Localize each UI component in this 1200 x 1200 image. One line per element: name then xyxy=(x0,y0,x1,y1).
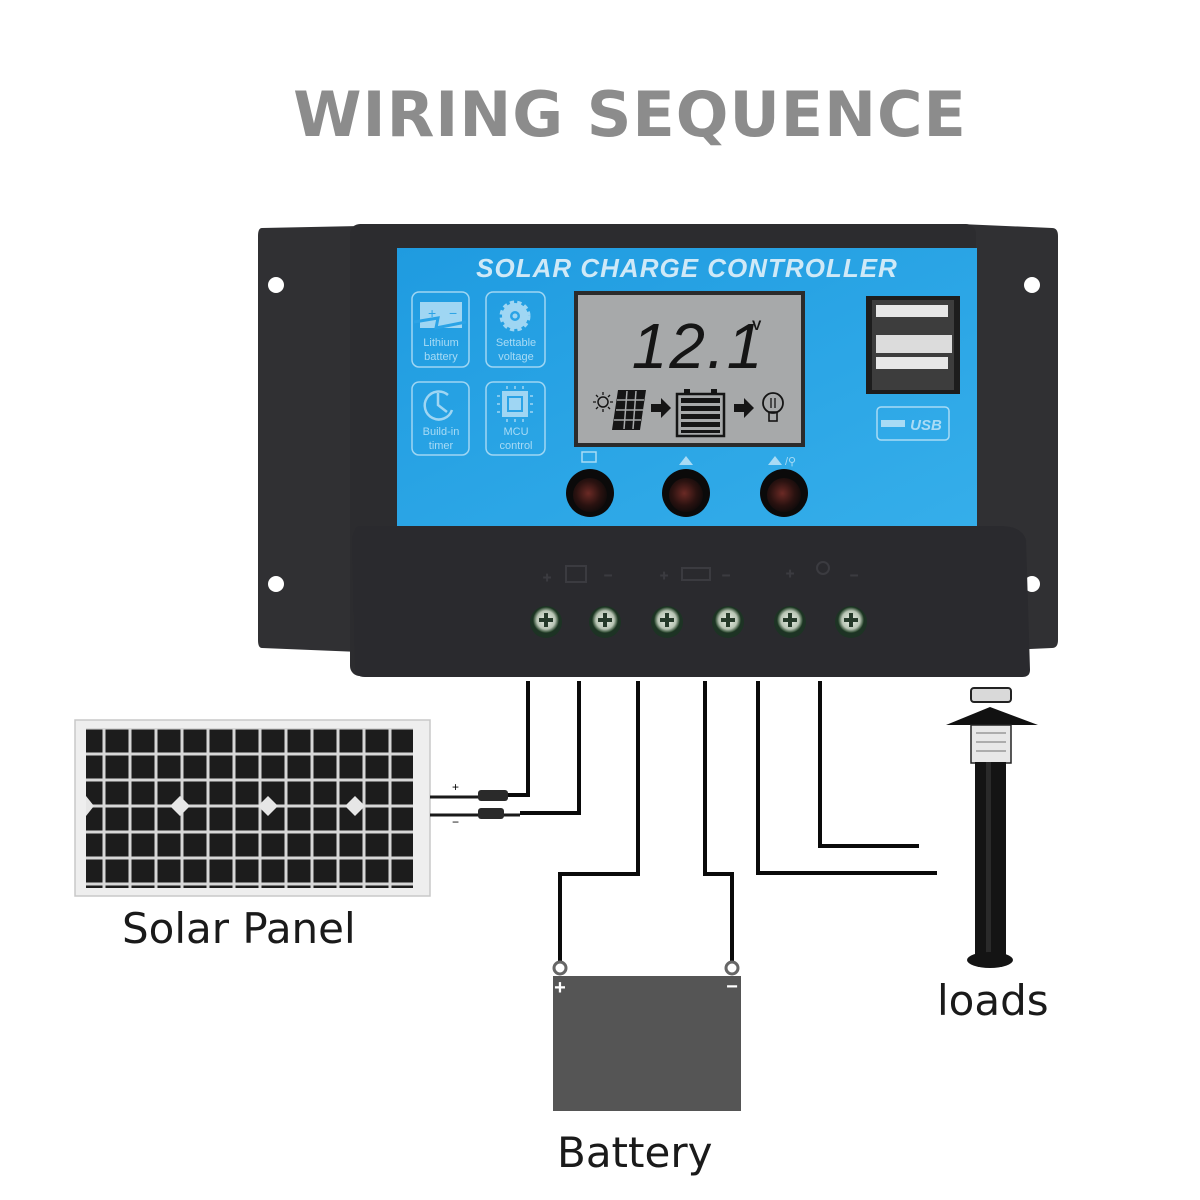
load-button[interactable] xyxy=(760,469,808,517)
menu-square-icon xyxy=(581,451,597,463)
svg-text:+: + xyxy=(452,780,459,794)
svg-text:−: − xyxy=(604,567,612,583)
terminal-battery-negative[interactable] xyxy=(712,606,744,638)
gear-icon xyxy=(499,300,531,332)
feature-label: Build-in xyxy=(423,426,460,438)
chip-icon xyxy=(497,386,533,422)
svg-text:−: − xyxy=(452,815,459,829)
terminal-screws xyxy=(530,606,867,638)
controller-name: SOLAR CHARGE CONTROLLER xyxy=(476,253,898,283)
solar-panel-lcd-icon xyxy=(612,390,646,430)
feature-settable-voltage: Settable voltage xyxy=(485,291,546,368)
terminal-markings: + − + − + − xyxy=(543,561,859,586)
svg-text:+: + xyxy=(428,305,436,321)
arrow-right-icon xyxy=(734,398,754,418)
feature-label: timer xyxy=(429,440,454,452)
diagram-title: WIRING SEQUENCE xyxy=(293,78,967,151)
lcd-display: 12.1 V xyxy=(574,291,805,447)
up-button[interactable] xyxy=(662,469,710,517)
arrow-right-icon xyxy=(651,398,671,418)
solar-panel: + − xyxy=(74,719,520,897)
mount-hole xyxy=(268,576,284,592)
menu-button[interactable] xyxy=(566,469,614,517)
loads-label: loads xyxy=(937,976,1049,1025)
feature-build-in-timer: Build-in timer xyxy=(411,381,470,456)
mount-hole xyxy=(1024,277,1040,293)
up-icon xyxy=(679,456,693,465)
wire-solar-positive xyxy=(480,681,530,797)
battery-lightning-icon: + − xyxy=(413,302,467,330)
up-load-icon xyxy=(768,456,782,465)
sun-icon xyxy=(593,392,613,412)
terminal-battery-positive[interactable] xyxy=(651,606,683,638)
mount-flange-left xyxy=(258,226,360,652)
terminal-solar-positive[interactable] xyxy=(530,606,562,638)
charge-controller: SOLAR CHARGE CONTROLLER + − Lithium batt… xyxy=(258,224,1058,677)
terminal-load-negative[interactable] xyxy=(835,606,867,638)
svg-text:−: − xyxy=(850,567,858,583)
mount-hole xyxy=(268,277,284,293)
clock-icon xyxy=(423,390,454,421)
feature-label: Lithium xyxy=(423,337,458,349)
solar-panel-label: Solar Panel xyxy=(122,904,356,953)
wire-load-negative xyxy=(818,681,919,848)
terminal-load-positive[interactable] xyxy=(774,606,806,638)
terminal-block xyxy=(352,526,1030,677)
feature-label: MCU xyxy=(503,426,528,438)
battery-level-icon xyxy=(675,389,726,438)
mc4-connector xyxy=(478,790,508,801)
feature-label: battery xyxy=(424,351,458,363)
svg-text:−: − xyxy=(449,305,457,321)
wire-solar-negative xyxy=(520,681,581,815)
lcd-voltage-reading: 12.1 xyxy=(632,310,765,382)
feature-mcu-control: MCU control xyxy=(485,381,546,456)
terminal-solar-negative[interactable] xyxy=(589,606,621,638)
lamp-post xyxy=(946,687,1038,968)
wire-battery-positive xyxy=(558,681,640,975)
feature-label: voltage xyxy=(498,351,533,363)
svg-text:−: − xyxy=(722,567,730,583)
usb-logo: USB xyxy=(876,406,950,441)
mount-hole xyxy=(1024,576,1040,592)
svg-text:+: + xyxy=(660,567,668,583)
mc4-connector xyxy=(478,808,504,819)
feature-label: control xyxy=(499,440,532,452)
battery-plus-sign: + xyxy=(554,977,566,999)
usb-port[interactable] xyxy=(866,296,960,394)
battery-label: Battery xyxy=(557,1128,713,1177)
wires xyxy=(480,681,937,975)
battery-minus-sign: − xyxy=(726,976,738,998)
feature-lithium-battery: + − Lithium battery xyxy=(411,291,470,368)
feature-label: Settable xyxy=(496,337,536,349)
lcd-voltage-unit: V xyxy=(752,317,762,333)
svg-text:+: + xyxy=(786,565,794,581)
wire-load-positive xyxy=(756,681,937,875)
svg-text:+: + xyxy=(543,569,551,585)
wire-battery-negative xyxy=(703,681,734,965)
load-toggle-glyph: /⚲ xyxy=(785,456,796,468)
bulb-icon xyxy=(762,392,784,422)
battery: + − xyxy=(552,960,741,1111)
usb-label: USB xyxy=(910,417,942,434)
